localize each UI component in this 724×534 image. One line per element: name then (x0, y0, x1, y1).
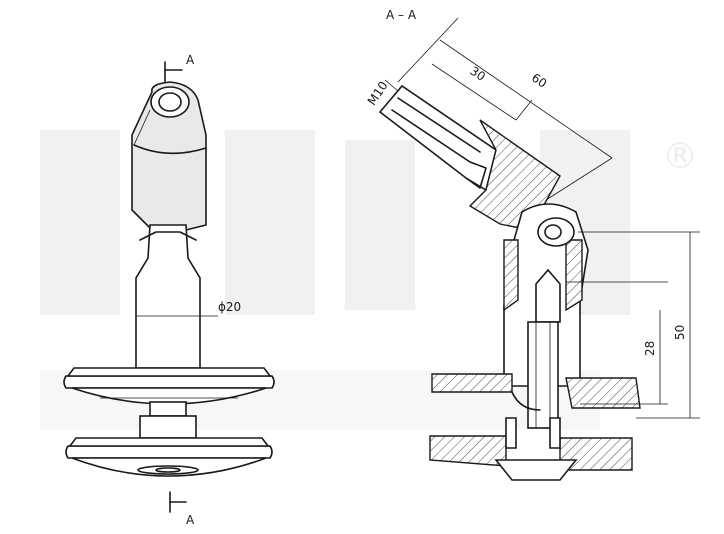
section-mark-bottom: A (186, 513, 195, 527)
dim-height-28: 28 (643, 341, 657, 356)
section-mark-top: A (186, 53, 195, 67)
section-title: A – A (386, 8, 417, 22)
dim-diameter: ϕ20 (218, 300, 241, 314)
front-view: A ϕ20 A (63, 53, 275, 527)
section-view: A – A 30 60 M10 (365, 8, 700, 481)
dim-len-60: 60 (529, 71, 549, 91)
dim-height-50: 50 (673, 325, 687, 340)
watermark-registered-icon: ® (662, 136, 698, 177)
dim-len-30: 30 (467, 64, 487, 84)
